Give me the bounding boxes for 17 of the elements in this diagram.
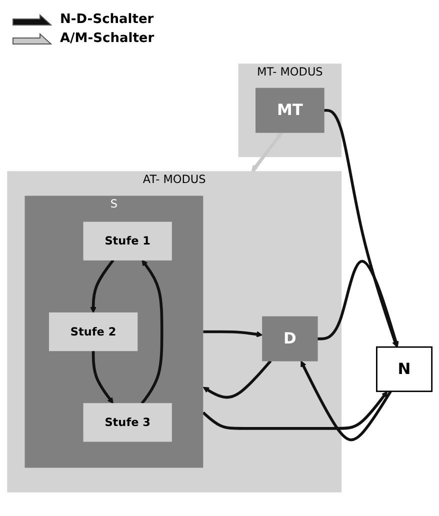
- legend-label: A/M-Schalter: [60, 31, 154, 46]
- legend-label: N-D-Schalter: [60, 12, 154, 27]
- node-box: N: [376, 346, 433, 392]
- node-box: Stufe 1: [83, 222, 172, 260]
- arrow: [324, 108, 398, 348]
- arrow: [300, 360, 392, 442]
- node-box: D: [262, 316, 318, 362]
- arrow: [90, 259, 114, 314]
- arrow: [140, 260, 164, 404]
- arrow: [317, 260, 399, 348]
- arrow: [203, 330, 263, 338]
- node-box: Stufe 3: [83, 403, 172, 442]
- arrow: [92, 350, 114, 404]
- node-box: MT: [256, 88, 324, 133]
- node-box: Stufe 2: [48, 312, 138, 352]
- arrow: [202, 391, 388, 430]
- arrow: [202, 360, 272, 399]
